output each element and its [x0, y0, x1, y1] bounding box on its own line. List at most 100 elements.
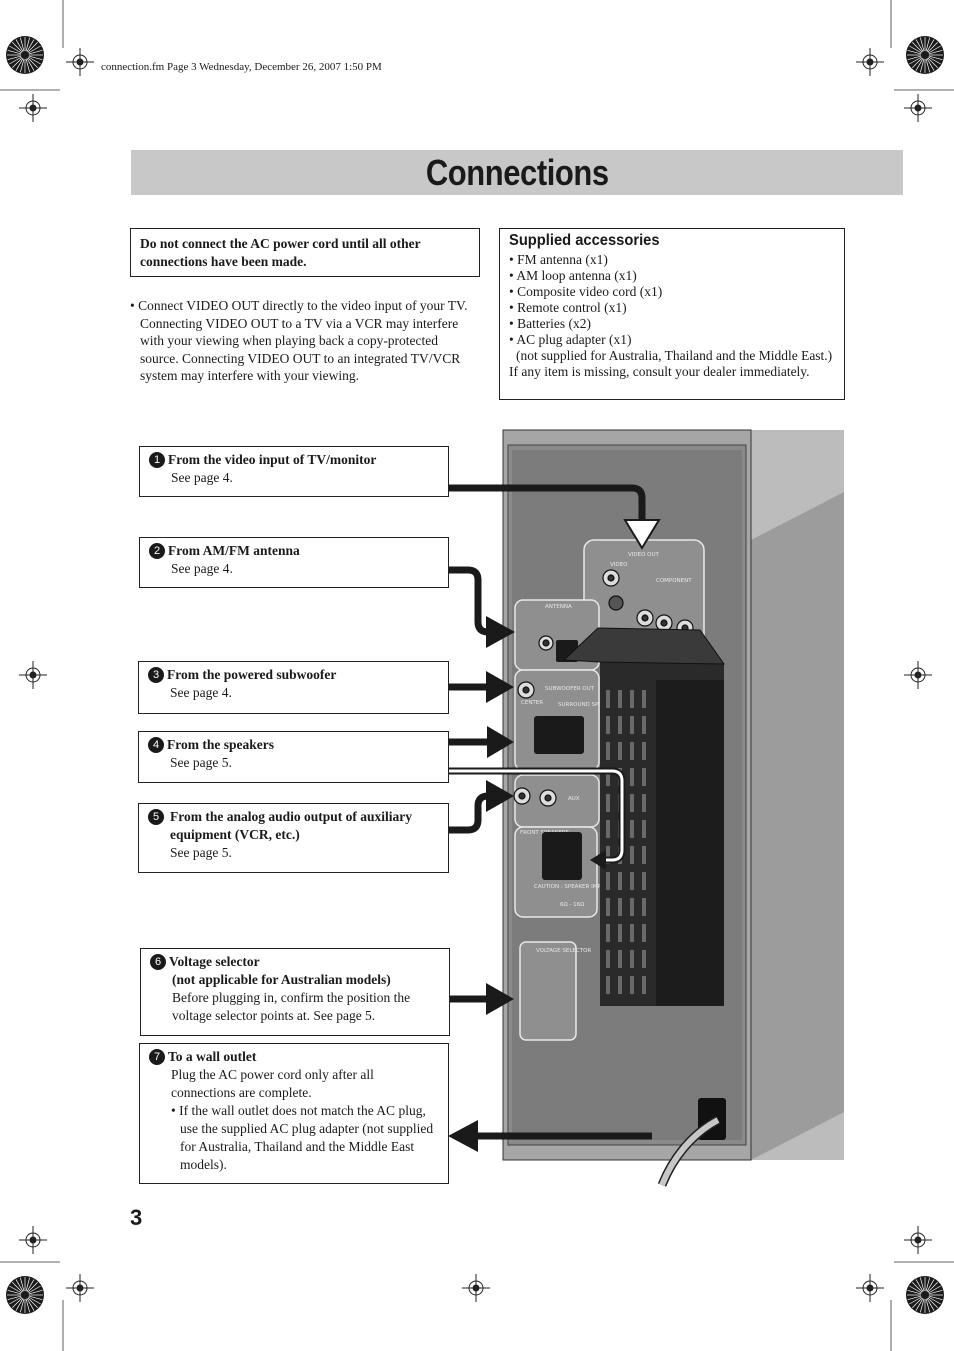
- step-number: 3: [148, 667, 164, 683]
- heatsink-fin: [630, 742, 634, 760]
- title-bar: Connections: [131, 150, 903, 195]
- warning-box: Do not connect the AC power cord until a…: [130, 228, 480, 277]
- heatsink-fin: [630, 716, 634, 734]
- heatsink-fin: [618, 742, 622, 760]
- heatsink-fin: [642, 976, 646, 994]
- heatsink-fin: [642, 768, 646, 786]
- step-number: 2: [149, 543, 165, 559]
- heatsink-fin: [618, 976, 622, 994]
- step-number: 7: [149, 1049, 165, 1065]
- callout-body: See page 4.: [171, 470, 233, 485]
- callout-body: Plug the AC power cord only after all co…: [171, 1067, 374, 1100]
- heatsink-fin: [642, 846, 646, 864]
- label-impedance: 6Ω - 16Ω: [560, 902, 584, 908]
- label-video-out: VIDEO OUT: [628, 552, 660, 558]
- label-aux: AUX: [568, 796, 580, 802]
- heatsink-fin: [630, 846, 634, 864]
- arrow-heads: [448, 519, 661, 1152]
- heatsink-fin: [606, 924, 610, 942]
- callout-body: See page 4.: [171, 561, 233, 576]
- accessory-item: • Batteries (x2): [509, 316, 591, 331]
- callout-body: Before plugging in, confirm the position…: [172, 990, 411, 1023]
- accessory-item: • Composite video cord (x1): [509, 284, 663, 299]
- note-text: Connect VIDEO OUT directly to the video …: [138, 298, 468, 383]
- callout-title: From AM/FM antenna: [168, 543, 300, 558]
- heatsink-fin: [642, 898, 646, 916]
- heatsink-fin: [606, 950, 610, 968]
- callout-body: See page 5.: [170, 755, 232, 770]
- label-video: VIDEO: [610, 562, 628, 568]
- heatsink-fin: [606, 872, 610, 890]
- heatsink-fin: [630, 950, 634, 968]
- file-header: connection.fm Page 3 Wednesday, December…: [101, 61, 382, 73]
- heatsink-fin: [618, 872, 622, 890]
- heatsink-fin: [630, 690, 634, 708]
- accessories-box: Supplied accessories • FM antenna (x1) •…: [499, 228, 845, 400]
- heatsink-fin: [618, 716, 622, 734]
- label-component: COMPONENT: [656, 578, 692, 584]
- heatsink-fin: [642, 690, 646, 708]
- accessories-heading: Supplied accessories: [509, 232, 660, 249]
- heatsink-fin: [630, 872, 634, 890]
- starburst-marks: [6, 36, 944, 1314]
- heatsink-fin: [606, 976, 610, 994]
- accessory-item: • AM loop antenna (x1): [509, 268, 637, 283]
- callout-body: See page 5.: [170, 845, 232, 860]
- accessory-item: • FM antenna (x1): [509, 252, 608, 267]
- accessory-note: (not supplied for Australia, Thailand an…: [516, 348, 833, 363]
- heatsink-fin: [642, 820, 646, 838]
- heatsink-fin: [642, 794, 646, 812]
- callout-subtitle: (not applicable for Australian models): [172, 972, 391, 987]
- callout-body: See page 4.: [170, 685, 232, 700]
- heatsink-fin: [606, 898, 610, 916]
- heatsink-fin: [630, 976, 634, 994]
- heatsink-fin: [606, 742, 610, 760]
- heatsink-fin: [630, 820, 634, 838]
- accessory-item: • AC plug adapter (x1): [509, 332, 632, 347]
- bullet-mark: •: [130, 298, 139, 313]
- heatsink-fin: [618, 690, 622, 708]
- page-number: 3: [130, 1205, 143, 1230]
- heatsink-fin: [618, 950, 622, 968]
- heatsink-fin: [642, 742, 646, 760]
- label-surround: SURROUND SPEAKERS: [558, 702, 621, 708]
- callout-bullet: • If the wall outlet does not match the …: [171, 1103, 434, 1172]
- heatsink-fin: [642, 716, 646, 734]
- heatsink-fin: [630, 924, 634, 942]
- accessories-footer: If any item is missing, consult your dea…: [509, 364, 810, 379]
- label-antenna: ANTENNA: [545, 604, 572, 610]
- page-title: Connections: [425, 151, 609, 193]
- heatsink-fin: [630, 768, 634, 786]
- label-voltage-selector: VOLTAGE SELECTOR: [536, 948, 591, 954]
- accessory-item: • Remote control (x1): [509, 300, 627, 315]
- heatsink-fin: [606, 768, 610, 786]
- heatsink-fin: [630, 898, 634, 916]
- label-center: CENTER: [521, 700, 543, 706]
- heatsink-fin: [606, 794, 610, 812]
- heatsink-fin: [630, 794, 634, 812]
- step-number: 4: [148, 737, 164, 753]
- heatsink-fin: [606, 820, 610, 838]
- video-out-note: • Connect VIDEO OUT directly to the vide…: [130, 297, 476, 385]
- callout-title: To a wall outlet: [168, 1049, 257, 1064]
- callout-aux: 5 From the analog audio output of auxilia…: [138, 803, 449, 873]
- label-caution: CAUTION : SPEAKER IMPEDANCE: [534, 884, 624, 890]
- heatsink-fin: [606, 716, 610, 734]
- callout-title: From the analog audio output of auxiliar…: [170, 809, 413, 842]
- step-number: 5: [148, 809, 164, 825]
- heatsink: [562, 627, 725, 1006]
- callout-title: From the video input of TV/monitor: [168, 452, 377, 467]
- step-number: 6: [150, 954, 166, 970]
- heatsink-fin: [642, 950, 646, 968]
- heatsink-fin: [606, 846, 610, 864]
- callout-title: From the speakers: [167, 737, 274, 752]
- callout-title: From the powered subwoofer: [167, 667, 337, 682]
